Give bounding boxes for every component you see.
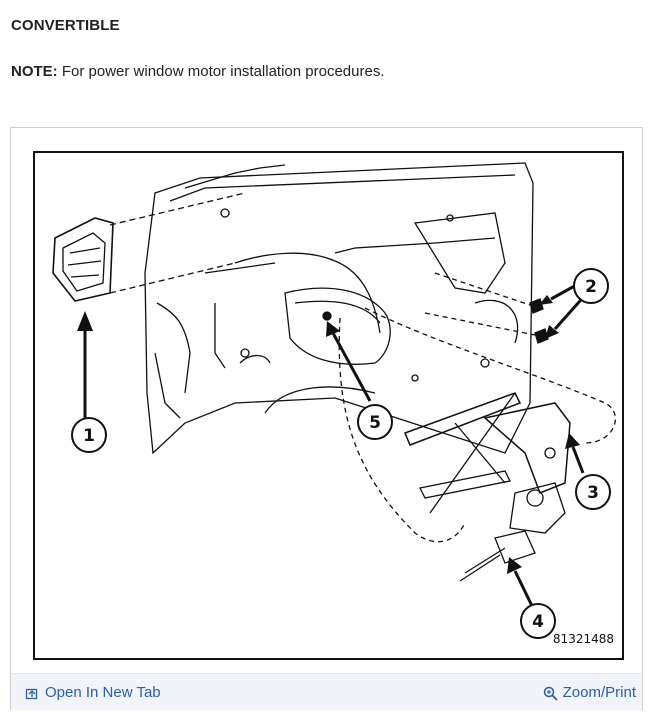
note-line: NOTE: For power window motor installatio… bbox=[11, 63, 385, 80]
door-illustration: 1 2 3 4 5 bbox=[52, 162, 616, 639]
section-title: CONVERTIBLE bbox=[11, 17, 120, 34]
note-text: For power window motor installation proc… bbox=[61, 63, 385, 80]
callout-1: 1 bbox=[83, 426, 95, 446]
door-diagram[interactable]: 1 2 3 4 5 81321488 bbox=[33, 151, 624, 660]
figure-container: 1 2 3 4 5 81321488 Open In New Tab bbox=[10, 127, 643, 710]
magnifier-icon bbox=[543, 686, 558, 701]
note-label: NOTE: bbox=[11, 63, 58, 80]
open-in-new-tab-icon bbox=[25, 686, 39, 700]
figure-toolbar: Open In New Tab Zoom/Print bbox=[11, 673, 642, 710]
open-in-new-tab-label: Open In New Tab bbox=[45, 684, 161, 701]
callout-2: 2 bbox=[585, 277, 597, 297]
zoom-print-link[interactable]: Zoom/Print bbox=[543, 684, 636, 701]
callout-4: 4 bbox=[532, 612, 544, 632]
figure-id: 81321488 bbox=[552, 632, 614, 646]
callout-3: 3 bbox=[587, 483, 599, 503]
open-in-new-tab-link[interactable]: Open In New Tab bbox=[25, 684, 161, 701]
zoom-print-label: Zoom/Print bbox=[562, 684, 636, 701]
callout-5: 5 bbox=[369, 413, 381, 433]
